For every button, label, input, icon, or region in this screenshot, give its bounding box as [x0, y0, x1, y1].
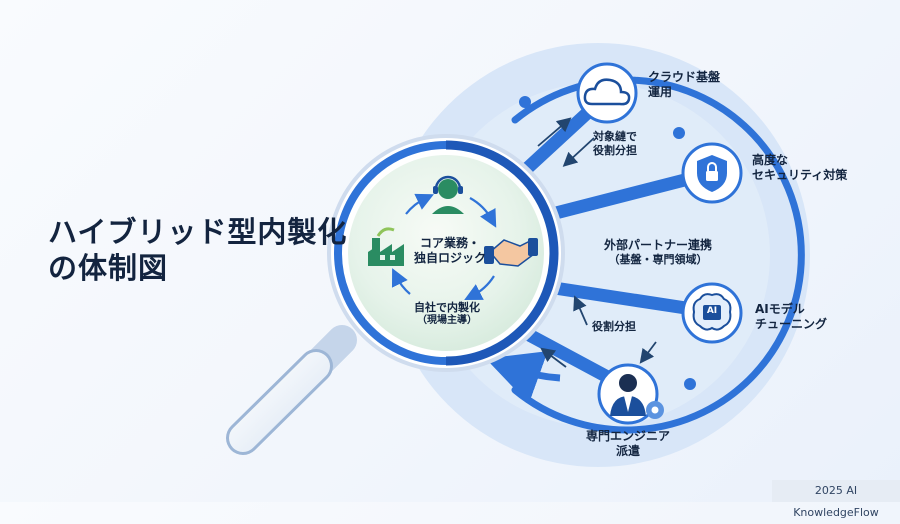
inhouse-label: 自社で内製化 （現場主導） [414, 301, 480, 326]
partner-label: 外部パートナー連携 （基盤・専門領域） [603, 238, 712, 266]
handshake-icon [484, 238, 538, 267]
diagram-stage: ハイブリッド型内製化 の体制図 コア業務・ 独自ロジック 自社で内製化 （現場主… [48, 43, 900, 519]
cloud-node [576, 62, 638, 124]
diagram-canvas [226, 43, 810, 467]
headset-person-icon [432, 175, 464, 214]
role-split-lower-label: 役割分担 [592, 320, 636, 333]
role-split-upper-label: 対象縺で 役割分担 [593, 130, 637, 157]
title-line-1: ハイブリッド型内製化 [48, 215, 348, 249]
magnifier-lens [348, 155, 544, 351]
cloud-icon [583, 78, 631, 106]
engineer-icon [610, 374, 646, 416]
engineer-label: 専門エンジニア 派遣 [585, 429, 670, 458]
ring-dot [684, 378, 696, 390]
ai-label: AIモデル チューニング [755, 302, 828, 331]
magnifier-handle [226, 325, 357, 455]
copyright-footer: 2025 AI KnowledgeFlow [772, 480, 900, 519]
ring-dot [519, 96, 531, 108]
title-line-2: の体制図 [48, 251, 169, 286]
gear-icon [646, 401, 664, 419]
factory-icon [368, 227, 404, 266]
security-label: 高度な セキュリティ対策 [752, 153, 848, 182]
ai-badge: AI [706, 306, 718, 316]
orbit-ring-arrow [485, 351, 561, 404]
core-label: コア業務・ 独自ロジック [413, 236, 486, 265]
cloud-label: クラウド基盤 運用 [648, 70, 721, 99]
magnifier-rim-dark [445, 140, 559, 366]
cycle-arrows [391, 193, 497, 300]
ai-node [681, 282, 743, 344]
flow-arrows [537, 117, 657, 368]
page-title: ハイブリッド型内製化 の体制図 [48, 214, 348, 287]
security-node [681, 142, 743, 204]
ring-dot [673, 127, 685, 139]
engineer-node [597, 363, 664, 425]
